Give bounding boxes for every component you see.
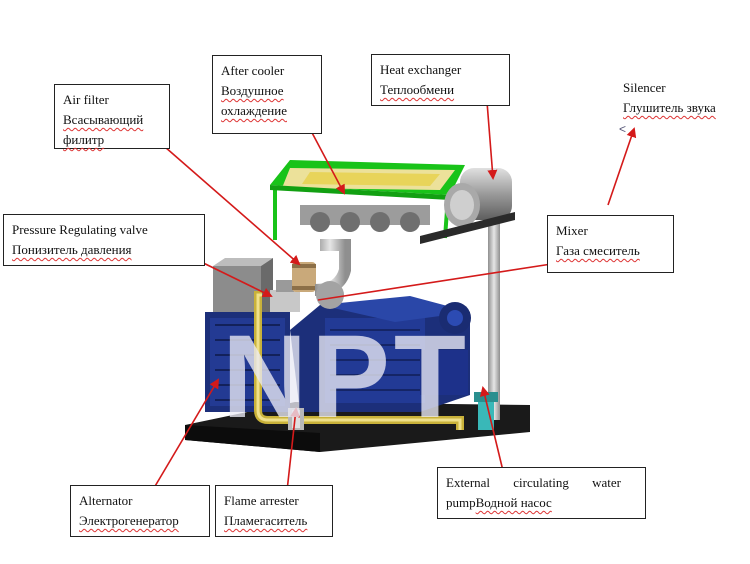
label-silencer-ru: Глушитель звука xyxy=(623,100,716,115)
label-flame-arrester-ru: Пламегаситель xyxy=(224,513,308,528)
label-air-filter-ru: Всасывающий филитр xyxy=(63,112,144,147)
label-after-cooler: After cooler Воздушное охлаждение xyxy=(212,55,322,134)
label-pressure-valve: Pressure Regulating valve Понизитель дав… xyxy=(3,214,205,266)
label-water-pump-ru: Водной насос xyxy=(475,495,552,510)
label-pressure-valve-ru: Понизитель давления xyxy=(12,242,132,257)
label-air-filter-en: Air filter xyxy=(63,92,109,107)
label-mixer-en: Mixer xyxy=(556,223,588,238)
label-alternator: Alternator Электрогенератор xyxy=(70,485,210,537)
water-pump xyxy=(474,392,498,430)
label-heat-exchanger: Heat exchanger Теплообмени xyxy=(371,54,510,106)
label-alternator-en: Alternator xyxy=(79,493,133,508)
label-silencer: Silencer Глушитель звука xyxy=(614,72,748,122)
alternator-body xyxy=(205,312,290,412)
base-skid xyxy=(185,402,530,452)
callout-arrows xyxy=(150,88,637,494)
label-alternator-ru: Электрогенератор xyxy=(79,513,179,528)
control-box xyxy=(213,258,273,318)
label-heat-exchanger-ru: Теплообмени xyxy=(380,82,455,97)
label-air-filter: Air filter Всасывающий филитр xyxy=(54,84,170,149)
label-water-pump-line2: pumpВодной насос xyxy=(446,493,637,513)
engine-block xyxy=(290,296,471,412)
label-water-pump-en: External circulating water xyxy=(446,475,621,490)
label-heat-exchanger-en: Heat exchanger xyxy=(380,62,462,77)
label-pressure-valve-en: Pressure Regulating valve xyxy=(12,222,148,237)
label-mixer: Mixer Газа смеситель xyxy=(547,215,674,273)
after-cooler-frame xyxy=(270,160,465,240)
watermark: NPT xyxy=(222,311,470,443)
label-water-pump: External circulating water pumpВодной на… xyxy=(437,467,646,519)
label-flame-arrester-en: Flame arrester xyxy=(224,493,299,508)
label-after-cooler-ru: Воздушное охлаждение xyxy=(221,83,287,118)
label-silencer-en: Silencer xyxy=(623,80,666,95)
pressure-valve-assembly xyxy=(270,262,316,312)
label-after-cooler-en: After cooler xyxy=(221,63,285,78)
small-mark: < xyxy=(619,122,627,136)
label-mixer-ru: Газа смеситель xyxy=(556,243,640,258)
label-flame-arrester: Flame arrester Пламегаситель xyxy=(215,485,333,537)
heat-exchanger-tank xyxy=(420,168,515,420)
label-water-pump-en2: pump xyxy=(446,495,476,510)
